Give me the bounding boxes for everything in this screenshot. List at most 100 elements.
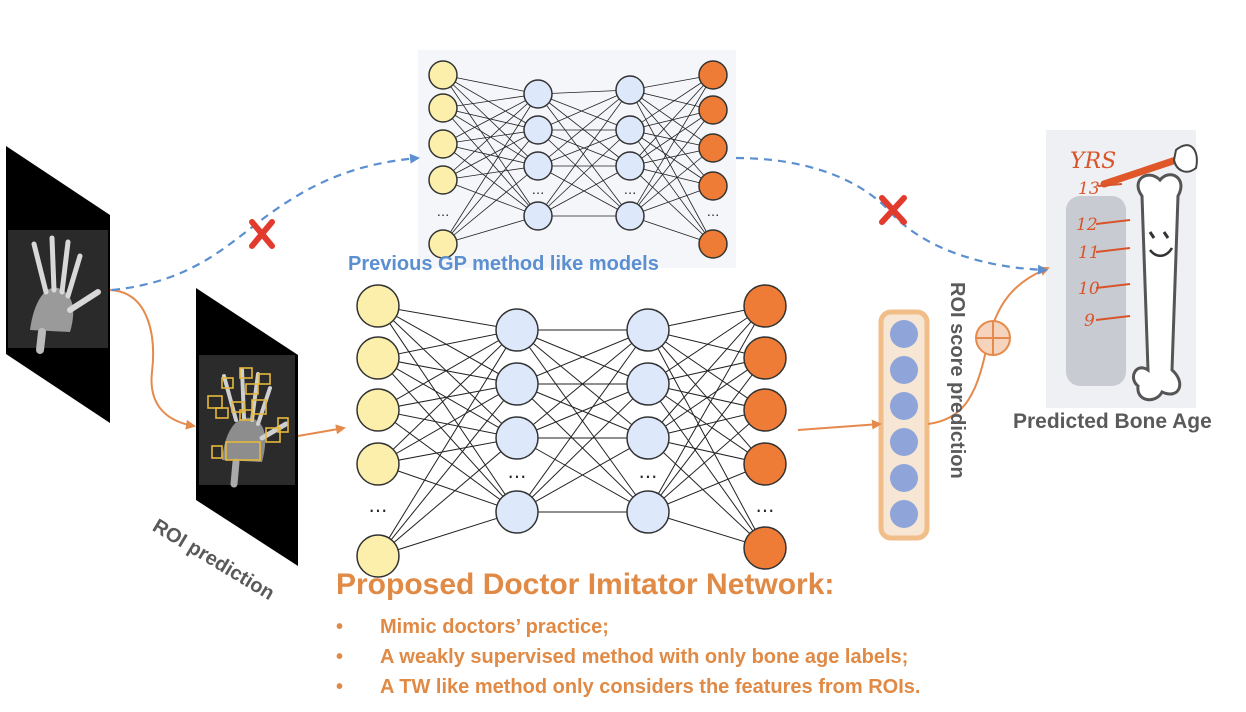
previous-network-ellipsis: …	[437, 204, 450, 219]
previous-network-node	[428, 60, 458, 90]
previous-network-edge	[629, 109, 714, 167]
proposed-network-edge	[647, 329, 766, 549]
previous-network-edge	[629, 74, 714, 167]
previous-network-edge	[537, 89, 631, 167]
dashed-arrow-to-previous	[111, 153, 420, 292]
previous-network-node	[615, 201, 645, 231]
proposed-network-edge	[647, 305, 766, 513]
previous-network-edge	[629, 109, 714, 217]
previous-network-edge	[537, 93, 631, 217]
proposed-network-node	[495, 362, 539, 406]
bullet-item: •Mimic doctors’ practice;	[336, 612, 920, 642]
proposed-network-ellipsis: …	[369, 495, 388, 517]
previous-network-node	[428, 129, 458, 159]
previous-network-edge	[537, 93, 631, 131]
previous-network-edge	[537, 129, 631, 167]
previous-network-edge	[629, 89, 714, 149]
bone-age-illustration: YRS 13 12 11 10 9	[1046, 130, 1198, 408]
previous-network-edge	[442, 74, 539, 131]
proposed-network-node	[743, 526, 787, 570]
previous-network-node	[698, 60, 728, 90]
previous-network-edge	[442, 107, 539, 217]
arrow-roi-to-network	[297, 424, 346, 437]
xray-input-image	[6, 146, 110, 423]
roi-score-node	[890, 428, 918, 456]
proposed-network-edge	[647, 437, 766, 549]
previous-network-node	[428, 165, 458, 195]
previous-network-panel	[418, 50, 736, 268]
proposed-network-edge	[377, 329, 518, 411]
previous-network-node	[698, 229, 728, 259]
previous-network-edge	[629, 74, 714, 131]
proposed-network-edge	[377, 357, 518, 513]
previous-network-edge	[537, 89, 631, 95]
proposed-network-edge	[377, 305, 518, 331]
proposed-network-node	[356, 336, 400, 380]
ruler-title: YRS	[1070, 149, 1116, 174]
cross-icon	[249, 219, 275, 249]
proposed-network-edge	[377, 357, 518, 439]
bullet-dot: •	[336, 616, 344, 638]
proposed-network-edge	[647, 305, 766, 385]
proposed-network-ellipsis: …	[639, 461, 658, 483]
previous-network-edge	[629, 147, 714, 217]
previous-network-node	[698, 95, 728, 125]
previous-network-edge	[442, 93, 539, 109]
proposed-network-edge	[516, 437, 649, 513]
bullet-item: •A weakly supervised method with only bo…	[336, 642, 920, 672]
bullet-item: •A TW like method only considers the fea…	[336, 672, 920, 702]
previous-network-edge	[442, 179, 539, 217]
proposed-network-node	[743, 284, 787, 328]
dashed-arrow-to-bone-age	[735, 156, 1048, 275]
previous-network-edge	[537, 89, 631, 131]
predicted-bone-age-label: Predicted Bone Age	[1013, 410, 1212, 433]
previous-network-node	[615, 75, 645, 105]
proposed-network-edge	[377, 329, 518, 359]
previous-network-edge	[442, 129, 539, 245]
pencil-icon	[1100, 144, 1198, 188]
previous-network-node	[428, 93, 458, 123]
roi-score-node	[890, 392, 918, 420]
previous-network-node	[523, 115, 553, 145]
ruler-tick-10: 10	[1078, 279, 1100, 299]
proposed-network-ellipsis: …	[508, 461, 527, 483]
proposed-network-edge	[377, 409, 518, 513]
previous-network-node	[698, 133, 728, 163]
proposed-network-edge	[377, 305, 518, 439]
proposed-network-edge	[377, 511, 518, 557]
proposed-network-node	[495, 416, 539, 460]
ruler-tick-12: 12	[1076, 215, 1098, 235]
proposed-network-edge	[647, 329, 766, 411]
roi-score-node	[890, 320, 918, 348]
roi-score-vector	[878, 309, 930, 541]
proposed-network-node	[356, 534, 400, 578]
previous-network-edge	[442, 93, 539, 145]
previous-network-edge	[442, 129, 539, 181]
arrow-network-to-roi-score	[797, 419, 882, 431]
previous-network-node	[698, 171, 728, 201]
proposed-network-edge	[647, 409, 766, 513]
previous-network-node	[523, 79, 553, 109]
proposed-network-title: Proposed Doctor Imitator Network:	[336, 568, 835, 601]
proposed-network-edge	[647, 383, 766, 549]
proposed-network-node	[495, 308, 539, 352]
proposed-network-edge	[377, 383, 518, 465]
proposed-network-edge	[377, 329, 518, 465]
previous-network-edge	[442, 165, 539, 245]
proposed-network-edge	[377, 305, 518, 385]
previous-method-label: Previous GP method like models	[348, 253, 659, 275]
previous-network-node	[615, 151, 645, 181]
previous-network-edge	[442, 165, 539, 181]
previous-network-edge	[442, 93, 539, 245]
proposed-network-edge	[377, 305, 518, 513]
roi-xray-image	[196, 288, 298, 566]
proposed-network-node	[743, 388, 787, 432]
previous-network-edge	[629, 89, 714, 245]
proposed-network-node	[356, 442, 400, 486]
previous-network-edge	[442, 143, 539, 217]
ruler-tick-11: 11	[1078, 243, 1100, 263]
bullet-dot: •	[336, 646, 344, 668]
previous-network-edge	[629, 74, 714, 217]
proposed-network-edge	[516, 329, 649, 513]
